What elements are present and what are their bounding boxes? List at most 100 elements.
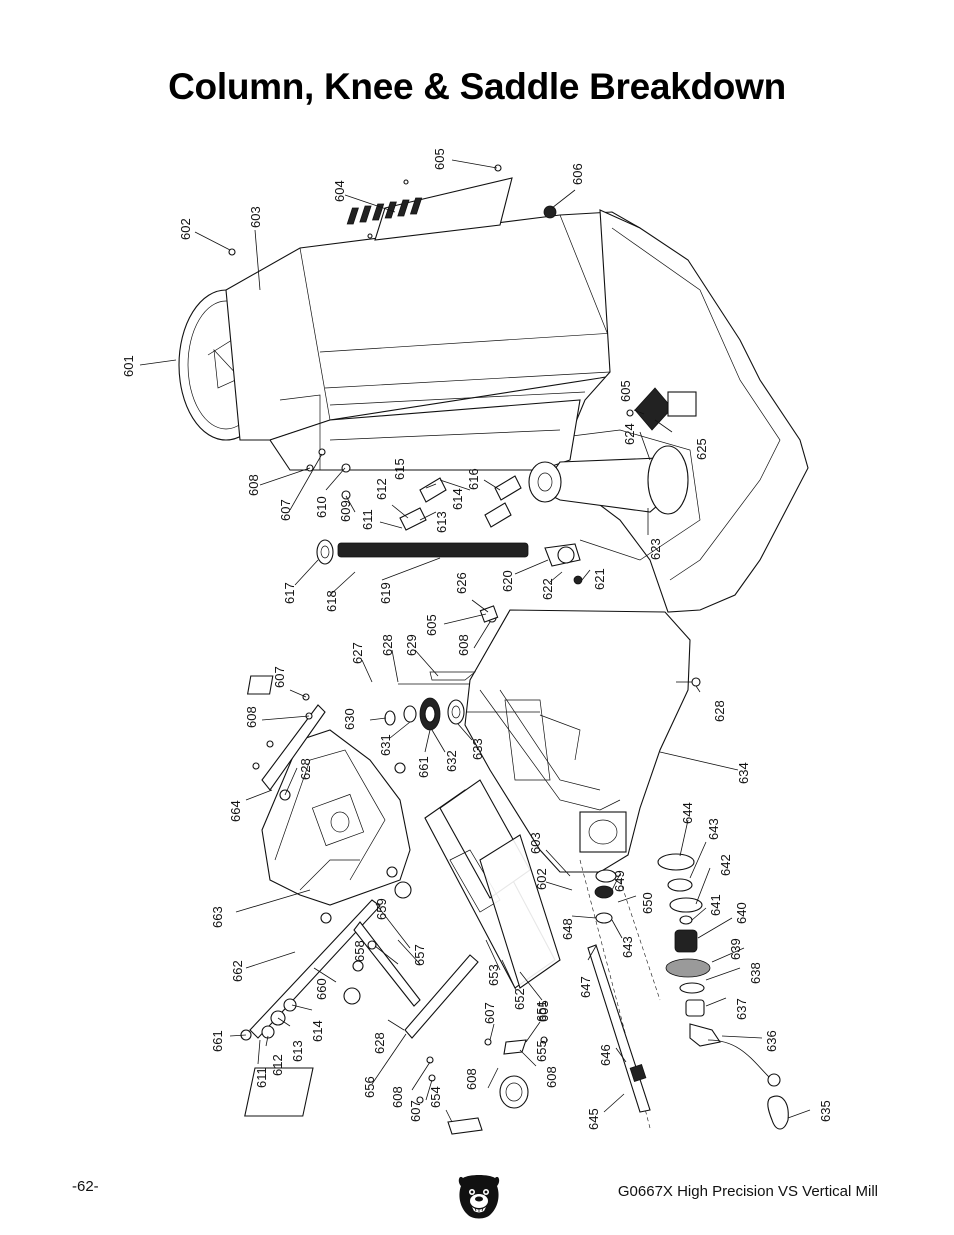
- callout: 627: [350, 642, 365, 664]
- callout: 629: [404, 634, 419, 656]
- gib-and-lock-parts: [244, 1036, 548, 1135]
- knee-casting: [464, 609, 691, 873]
- callout: 623: [648, 538, 663, 560]
- callout: 637: [734, 998, 749, 1020]
- callout: 631: [378, 734, 393, 756]
- callout: 628: [712, 700, 727, 722]
- callout: 608: [390, 1086, 405, 1108]
- callout: 659: [374, 898, 389, 920]
- callout: 605: [618, 380, 633, 402]
- callout: 605: [432, 148, 447, 170]
- callout: 624: [622, 423, 637, 445]
- page-number: -62-: [72, 1178, 99, 1195]
- callout: 657: [412, 944, 427, 966]
- callout: 660: [314, 978, 329, 1000]
- callout: 644: [680, 802, 695, 824]
- callout: 603: [528, 832, 543, 854]
- callout: 628: [372, 1032, 387, 1054]
- callout: 609: [338, 500, 353, 522]
- callout: 655: [534, 1040, 549, 1062]
- callout: 633: [470, 738, 485, 760]
- callout: 636: [764, 1030, 779, 1052]
- column-fasteners: [228, 164, 701, 687]
- callout: 601: [121, 355, 136, 377]
- elevation-leadscrew: [316, 539, 583, 585]
- callout: 628: [298, 758, 313, 780]
- callout: 654: [428, 1086, 443, 1108]
- footer-model-name: G0667X High Precision VS Vertical Mill: [617, 1183, 878, 1200]
- callout: 661: [416, 756, 431, 778]
- elevation-crank-assembly: [579, 853, 789, 1130]
- bear-head-icon: [458, 1175, 500, 1219]
- callout: 613: [290, 1040, 305, 1062]
- callout: 643: [706, 818, 721, 840]
- callout: 608: [246, 474, 261, 496]
- callout: 621: [592, 568, 607, 590]
- page-title: Column, Knee & Saddle Breakdown: [168, 66, 786, 107]
- callout: 615: [392, 458, 407, 480]
- callout: 645: [586, 1108, 601, 1130]
- callout: 640: [734, 902, 749, 924]
- callout: 648: [560, 918, 575, 940]
- callout: 608: [456, 634, 471, 656]
- callout: 641: [708, 894, 723, 916]
- callout: 611: [254, 1067, 269, 1088]
- callout: 656: [362, 1076, 377, 1098]
- callout: 625: [694, 438, 709, 460]
- saddle-fasteners: [240, 693, 412, 1041]
- callout: 616: [466, 468, 481, 490]
- callout: 635: [818, 1100, 833, 1122]
- callout: 602: [534, 868, 549, 890]
- callout: 612: [374, 478, 389, 500]
- callout: 630: [342, 708, 357, 730]
- callout: 607: [278, 499, 293, 521]
- callout: 607: [408, 1100, 423, 1122]
- callout: 662: [230, 960, 245, 982]
- callout: 652: [512, 988, 527, 1010]
- callout: 602: [178, 218, 193, 240]
- column-body: [178, 177, 809, 613]
- callout: 605: [536, 1000, 551, 1022]
- callout: 617: [282, 582, 297, 604]
- callout: 664: [228, 800, 243, 822]
- callout: 607: [482, 1002, 497, 1024]
- callout: 611: [360, 509, 375, 530]
- callout: 638: [748, 962, 763, 984]
- callout: 651: [534, 1000, 549, 1022]
- callout: 604: [332, 180, 347, 202]
- callout: 613: [434, 511, 449, 533]
- callout: 605: [424, 614, 439, 636]
- callout: 658: [352, 940, 367, 962]
- callout: 661: [210, 1030, 225, 1052]
- callout: 603: [248, 206, 263, 228]
- callout: 663: [210, 906, 225, 928]
- way-covers: [424, 779, 561, 989]
- leader-lines: [139, 159, 811, 1123]
- callout: 610: [314, 496, 329, 518]
- callout: 634: [736, 762, 751, 784]
- callout: 626: [454, 572, 469, 594]
- callout: 632: [444, 750, 459, 772]
- callout: 618: [324, 590, 339, 612]
- callout: 608: [244, 706, 259, 728]
- callout: 622: [540, 578, 555, 600]
- callout: 649: [612, 870, 627, 892]
- callout: 647: [578, 976, 593, 998]
- callout: 614: [310, 1020, 325, 1042]
- callout: 643: [620, 936, 635, 958]
- callout: 608: [464, 1068, 479, 1090]
- callout: 653: [486, 964, 501, 986]
- callout: 606: [570, 163, 585, 185]
- knee-gear-set: [246, 671, 540, 731]
- callout: 612: [270, 1054, 285, 1076]
- callout: 650: [640, 892, 655, 914]
- callout: 642: [718, 854, 733, 876]
- callout: 607: [272, 666, 287, 688]
- callout: 619: [378, 582, 393, 604]
- callout: 628: [380, 634, 395, 656]
- callout-labels: 601 602 603 604 605 606 605 624 625 608 …: [121, 148, 833, 1130]
- callout: 608: [544, 1066, 559, 1088]
- callout: 620: [500, 570, 515, 592]
- callout: 614: [450, 488, 465, 510]
